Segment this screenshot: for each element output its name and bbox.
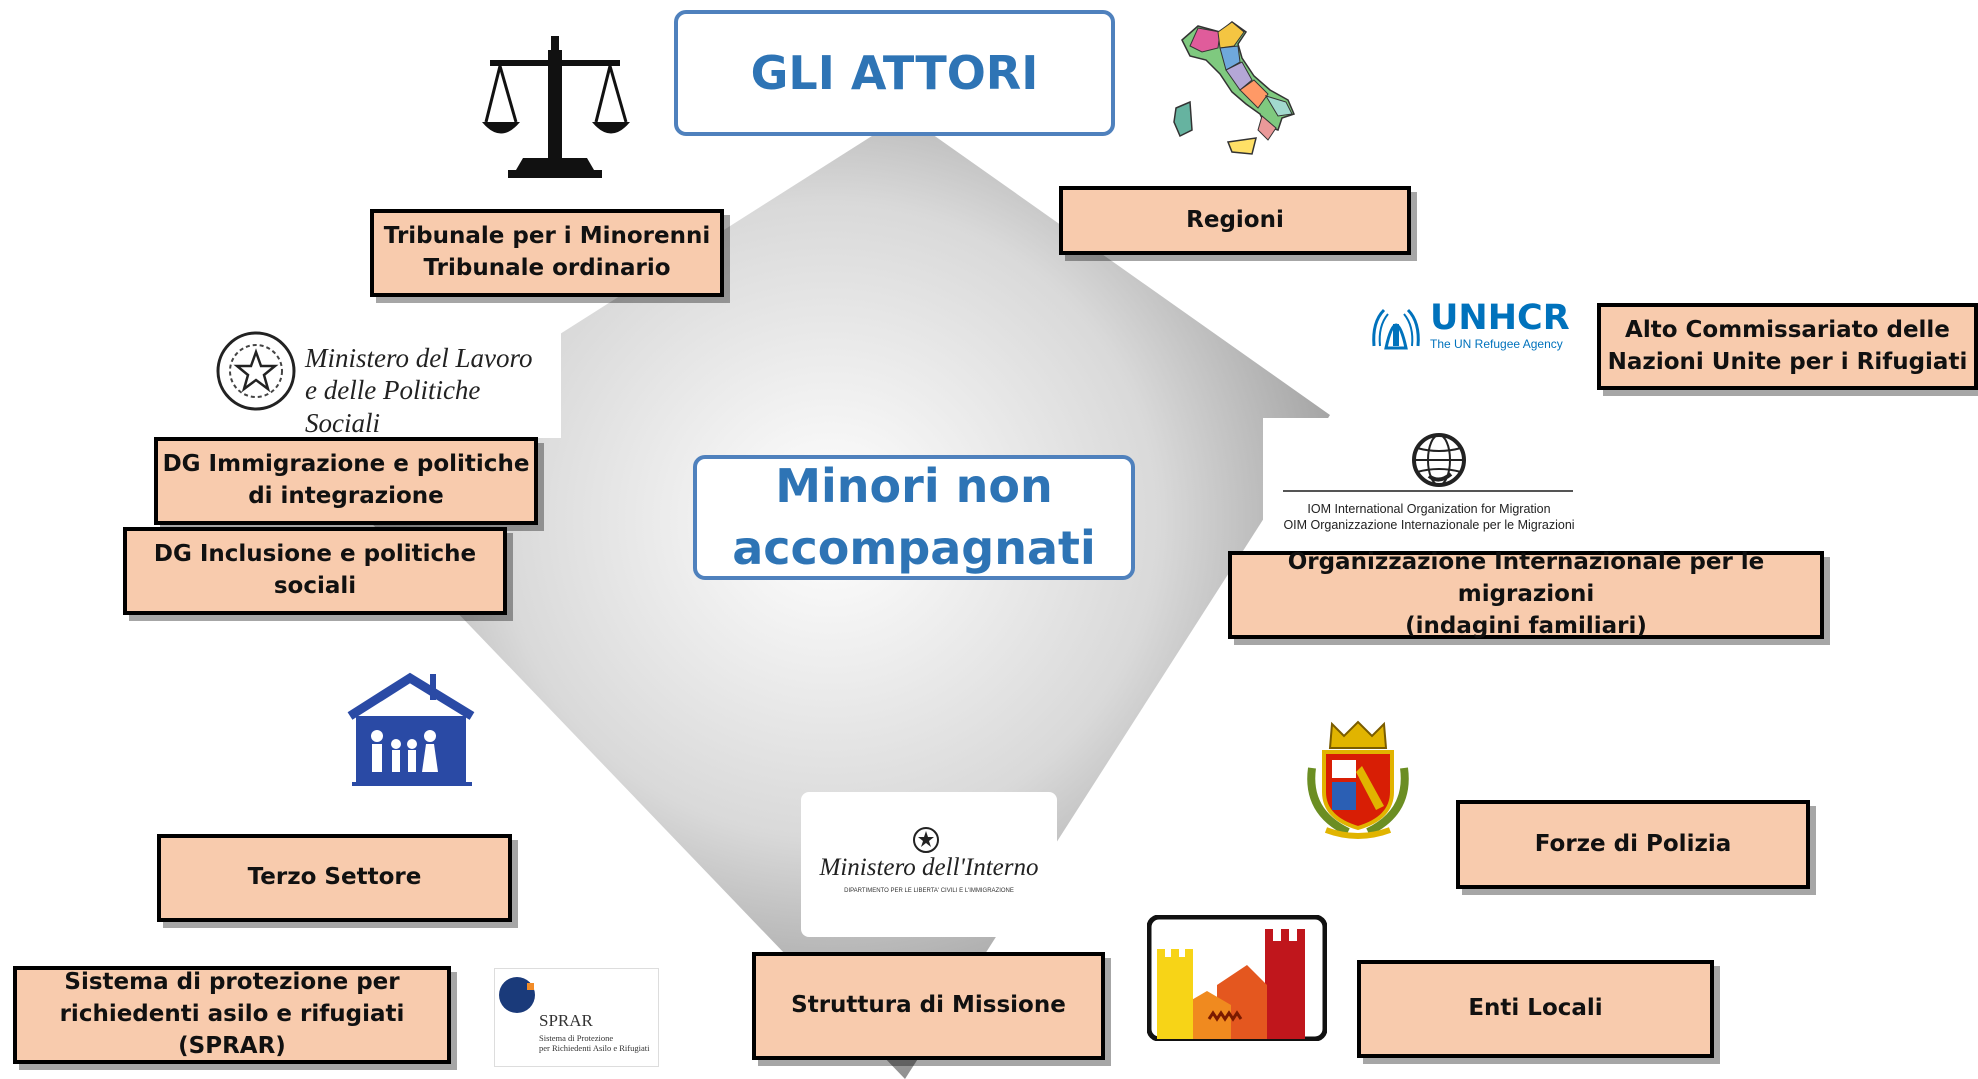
actor-unhcr-line2: Nazioni Unite per i Rifugiati (1607, 348, 1968, 375)
iom-logo: IOM International Organization for Migra… (1263, 418, 1595, 548)
actor-dg-immigrazione-line1: DG Immigrazione e politiche (162, 451, 530, 478)
ministero-lavoro-logo: Ministero del Lavoro e delle Politiche S… (205, 318, 561, 438)
emblem-icon (913, 827, 939, 853)
actor-dg-immigrazione-box: DG Immigrazione e politiche di integrazi… (154, 437, 538, 525)
actor-oim-line2: (indagini familiari) (1405, 612, 1647, 639)
actor-terzo-settore-box: Terzo Settore (157, 834, 512, 922)
family-house-icon (347, 672, 475, 786)
iom-globe-icon (1412, 433, 1466, 487)
actor-unhcr-box: Alto Commissariato delle Nazioni Unite p… (1597, 303, 1978, 390)
ministero-interno-logo: Ministero dell'Interno DIPARTIMENTO PER … (801, 792, 1057, 937)
center-topic-line2: accompagnati (732, 520, 1096, 575)
sprar-emblem-icon (499, 977, 535, 1013)
iom-line2: OIM Organizzazione Internazionale per le… (1283, 517, 1575, 532)
actor-forze-polizia-label: Forze di Polizia (1534, 830, 1732, 857)
emblem-icon (216, 331, 296, 411)
unhcr-emblem-icon (1372, 308, 1420, 350)
ministero-lavoro-line1: Ministero del Lavoro (305, 343, 533, 373)
page-title: GLI ATTORI (750, 46, 1039, 100)
actor-dg-inclusione-line1: DG Inclusione e politiche (153, 541, 477, 568)
actor-forze-polizia-box: Forze di Polizia (1456, 800, 1810, 889)
police-crest-icon (1307, 720, 1409, 839)
actor-tribunale-box: Tribunale per i Minorenni Tribunale ordi… (370, 209, 724, 297)
actor-terzo-settore-label: Terzo Settore (247, 864, 422, 891)
center-topic-box: Minori non accompagnati (693, 455, 1135, 580)
actor-tribunale-line1: Tribunale per i Minorenni (383, 223, 711, 250)
actor-dg-immigrazione-line2: di integrazione (248, 483, 444, 509)
actor-regioni-box: Regioni (1059, 186, 1411, 255)
sprar-line2: per Richiedenti Asilo e Rifugiati (539, 1043, 650, 1054)
iom-line1: IOM International Organization for Migra… (1307, 502, 1551, 516)
center-topic-line1: Minori non (775, 459, 1053, 514)
actor-tribunale-line2: Tribunale ordinario (423, 255, 671, 281)
actor-struttura-box: Struttura di Missione (752, 952, 1105, 1060)
actor-enti-locali-label: Enti Locali (1468, 995, 1603, 1022)
actor-oim-box: Organizzazione Internazionale per le mig… (1228, 549, 1824, 639)
sprar-name: SPRAR (539, 1011, 593, 1030)
actor-oim-line1: Organizzazione Internazionale per le mig… (1287, 549, 1765, 608)
actor-dg-inclusione-box: DG Inclusione e politiche sociali (123, 527, 507, 615)
scales-of-justice-icon (482, 36, 630, 178)
ministero-interno-name: Ministero dell'Interno (819, 854, 1039, 881)
sprar-logo: SPRAR Sistema di Protezione per Richiede… (494, 968, 659, 1067)
actor-struttura-label: Struttura di Missione (791, 992, 1066, 1019)
actor-dg-inclusione-line2: sociali (273, 573, 357, 599)
actor-enti-locali-box: Enti Locali (1357, 960, 1714, 1058)
actor-unhcr-line1: Alto Commissariato delle (1625, 316, 1950, 343)
town-towers-icon (1147, 915, 1327, 1041)
actor-sprar-line2: richiedenti asilo e rifugiati (SPRAR) (59, 1001, 405, 1059)
ministero-lavoro-line2: e delle Politiche Sociali (305, 375, 481, 438)
unhcr-tagline: The UN Refugee Agency (1430, 336, 1563, 351)
title-box: GLI ATTORI (674, 10, 1115, 136)
sprar-line1: Sistema di Protezione (539, 1033, 614, 1043)
actor-sprar-line1: Sistema di protezione per (64, 969, 400, 996)
actor-regioni-label: Regioni (1186, 206, 1284, 233)
unhcr-logo: UNHCR The UN Refugee Agency (1362, 298, 1582, 358)
italy-map-icon (1173, 21, 1296, 155)
ministero-interno-sub: DIPARTIMENTO PER LE LIBERTA' CIVILI E L'… (844, 888, 1014, 894)
unhcr-name: UNHCR (1430, 298, 1570, 338)
actor-sprar-box: Sistema di protezione per richiedenti as… (13, 966, 451, 1064)
